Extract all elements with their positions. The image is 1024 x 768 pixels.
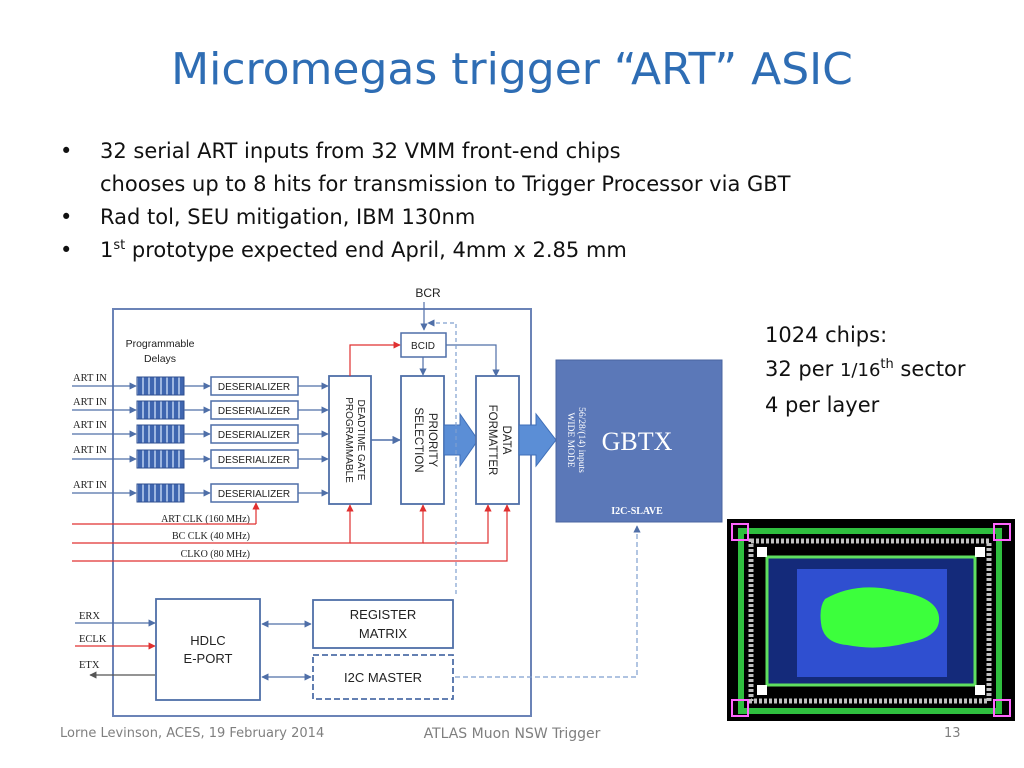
bullet-text-pre: 1 — [100, 238, 114, 262]
deserializer-label: DESERIALIZER — [218, 406, 290, 417]
priority-selection-block — [400, 375, 445, 505]
bullet-text: Rad tol, SEU mitigation, IBM 130nm — [100, 205, 476, 229]
bc-clk-label: BC CLK (40 MHz) — [172, 531, 250, 542]
chip-layout-image — [727, 519, 1015, 721]
chip-count-line: 1024 chips: — [765, 323, 888, 347]
input-channel: ART IN DESERIALIZER — [72, 397, 329, 420]
deserializer-label: DESERIALIZER — [218, 455, 290, 466]
gbtx-label: GBTX — [602, 427, 673, 456]
per-layer-line: 4 per layer — [765, 393, 880, 417]
output-flow-arrow — [518, 412, 557, 468]
bullet-item: • Rad tol, SEU mitigation, IBM 130nm — [60, 201, 960, 234]
delay-block — [136, 483, 185, 503]
wide-mode-label: WIDE MODE — [565, 412, 575, 467]
deserializer-label: DESERIALIZER — [218, 489, 290, 500]
data-formatter-block — [475, 375, 520, 505]
priority-selection-label: PRIORITY — [426, 413, 438, 468]
bullet-item: • 1st prototype expected end April, 4mm … — [60, 234, 960, 267]
matrix-label: MATRIX — [359, 626, 407, 641]
bullet-item: • 32 serial ART inputs from 32 VMM front… — [60, 135, 960, 201]
data-flow-arrow — [443, 412, 479, 468]
hdlc-eport-block — [155, 598, 261, 701]
bullet-dot: • — [60, 238, 73, 262]
art-in-label: ART IN — [73, 373, 107, 384]
deserializer-label: DESERIALIZER — [218, 430, 290, 441]
chip-count-note: 1024 chips: 32 per 1/16th sector 4 per l… — [765, 318, 966, 422]
bullet-text-continuation: chooses up to 8 hits for transmission to… — [100, 172, 791, 196]
bullet-dot: • — [60, 139, 73, 163]
delay-block — [136, 424, 185, 444]
chip-layout-drawing — [731, 523, 1011, 717]
bullet-superscript: st — [113, 238, 126, 253]
footer-author: Lorne Levinson, ACES, 19 February 2014 — [60, 726, 325, 741]
deserializer-label: DESERIALIZER — [218, 382, 290, 393]
bcr-label: BCR — [415, 286, 441, 300]
input-channel: ART IN DESERIALIZER — [72, 373, 329, 396]
i2c-link-dashed — [455, 525, 641, 678]
deadtime-gate-label-2: DEADTIME GATE — [355, 400, 366, 481]
delay-block — [136, 449, 185, 469]
data-formatter-label: DATA — [500, 426, 512, 455]
page-number: 13 — [944, 726, 961, 741]
register-label: REGISTER — [350, 607, 416, 622]
clko-label: CLKO (80 MHz) — [181, 549, 250, 560]
delays-label: Programmable — [126, 338, 195, 350]
bullet-list: • 32 serial ART inputs from 32 VMM front… — [60, 135, 960, 267]
eclk-label: ECLK — [79, 634, 107, 645]
i2c-master-block — [312, 654, 454, 700]
input-channel: ART IN DESERIALIZER — [72, 445, 329, 469]
art-in-label: ART IN — [73, 445, 107, 456]
bcid-label: BCID — [411, 341, 435, 352]
config-dashed-line — [427, 319, 457, 594]
per-sector-line: 32 per 1/16th sector — [765, 357, 966, 381]
art-clk-label: ART CLK (160 MHz) — [161, 514, 250, 525]
wide-mode-inputs-label: 56/28/(14) inputs — [576, 407, 587, 473]
asic-outline — [112, 308, 532, 717]
priority-selection-label-2: SELECTION — [412, 407, 424, 472]
input-channel: ART IN DESERIALIZER — [72, 420, 329, 444]
etx-label: ETX — [79, 660, 100, 671]
data-formatter-label-2: FORMATTER — [486, 405, 498, 476]
footer-center: ATLAS Muon NSW Trigger — [423, 726, 601, 742]
clko-line — [72, 504, 511, 562]
bullet-text: 32 serial ART inputs from 32 VMM front-e… — [100, 139, 621, 163]
register-matrix-block — [312, 599, 454, 649]
bullet-text-post: prototype expected end April, 4mm x 2.85… — [125, 238, 627, 262]
delay-block — [136, 376, 185, 396]
hdlc-label: HDLC — [190, 633, 225, 648]
slide-title: Micromegas trigger “ART” ASIC — [171, 44, 853, 95]
delay-block — [136, 400, 185, 420]
deadtime-gate-label: PROGRAMMABLE — [343, 397, 354, 483]
i2c-master-label: I2C MASTER — [344, 670, 422, 685]
gbtx-block — [555, 359, 723, 523]
art-in-label: ART IN — [73, 480, 107, 491]
i2c-slave-label: I2C-SLAVE — [611, 506, 663, 517]
deadtime-gate-block — [328, 375, 372, 505]
input-channel: ART IN DESERIALIZER — [72, 480, 329, 503]
bullet-dot: • — [60, 205, 73, 229]
art-in-label: ART IN — [73, 420, 107, 431]
erx-label: ERX — [79, 611, 100, 622]
art-in-label: ART IN — [73, 397, 107, 408]
delays-label-2: Delays — [144, 353, 176, 365]
eport-label: E-PORT — [184, 651, 233, 666]
